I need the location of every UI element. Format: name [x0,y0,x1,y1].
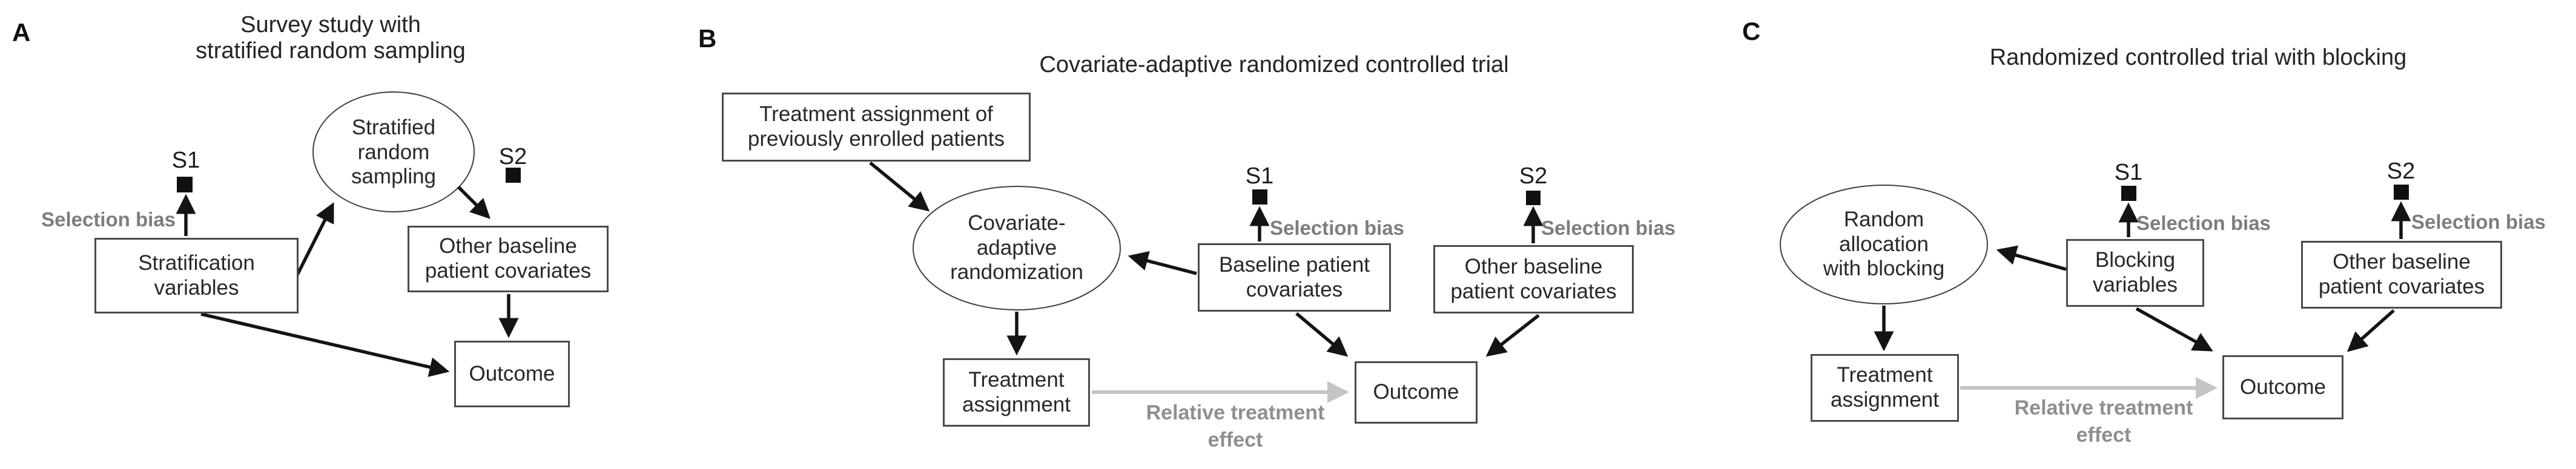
panel-label-b: B [698,24,717,53]
node-outcome-b: Outcome [1355,361,1478,424]
covariate-adaptive-randomization-ellipse [913,186,1121,310]
node-random-allocation-with-blocking: Random allocation with blocking [1823,207,1945,281]
arrow-stratification-to-sampling [295,202,334,277]
node-treatment-assignment-c: Treatment assignment [1811,354,1959,422]
arrow-blocking-to-allocation [1996,245,2067,271]
arrow-baseline-to-randomization [1128,251,1197,275]
node-s2-a: S2 [498,144,527,169]
node-other-baseline-covariates-b: Other baseline patient covariates [1433,245,1634,313]
node-other-baseline-covariates-a: Other baseline patient covariates [408,226,609,292]
s2-square-c [2394,185,2409,200]
arrow-other-baseline-to-outcome-b [1485,313,1540,357]
node-blocking-variables: Blocking variables [2066,239,2204,307]
panel-title-a: Survey study with stratified random samp… [196,12,466,64]
node-other-baseline-covariates-c: Other baseline patient covariates [2301,241,2502,309]
node-treatment-assignment-b: Treatment assignment [943,358,1090,427]
arrow-stratification-to-outcome [200,312,450,377]
selection-bias-label-c2: Selection bias [2411,211,2546,233]
arrow-sampling-to-other-baseline [457,186,490,219]
panel-title-b: Covariate-adaptive randomized controlled… [1039,52,1509,77]
selection-bias-label-b2: Selection bias [1541,217,1676,239]
selection-bias-label-c1: Selection bias [2136,212,2271,234]
s2-square-a [506,168,521,183]
relative-treatment-effect-label-c: Relative treatment effect [2014,396,2193,447]
s2-square-b [1526,191,1541,205]
panel-label-a: A [12,18,31,47]
s1-square-c [2121,186,2136,201]
node-previous-treatment-assignment: Treatment assignment of previously enrol… [722,93,1031,162]
selection-bias-label-b1: Selection bias [1270,217,1404,239]
arrow-other-baseline-to-outcome-c [2346,309,2395,352]
node-s1-c: S1 [2114,160,2143,185]
node-stratification-variables: Stratification variables [94,238,299,313]
arrow-previous-assignment-to-randomization [869,161,930,212]
node-s1-a: S1 [171,148,200,173]
node-s2-c: S2 [2386,159,2416,184]
stratified-sampling-ellipse [312,91,475,212]
node-stratified-random-sampling: Stratified random sampling [351,115,437,189]
node-s1-b: S1 [1245,163,1274,189]
node-baseline-patient-covariates: Baseline patient covariates [1198,243,1391,312]
s1-square-b [1252,189,1267,205]
arrow-blocking-to-outcome-c [2135,307,2213,352]
relative-treatment-effect-label-b: Relative treatment effect [1146,401,1325,451]
node-covariate-adaptive-randomization: Covariate- adaptive randomization [950,211,1083,284]
node-outcome-c: Outcome [2222,355,2343,419]
arrow-baseline-to-outcome-b [1295,312,1349,357]
node-s2-b: S2 [1519,163,1548,189]
panel-label-c: C [1742,17,1761,45]
selection-bias-label-a: Selection bias [41,208,176,231]
node-outcome-a: Outcome [454,341,570,407]
panel-title-c: Randomized controlled trial with blockin… [1989,45,2407,70]
s1-square-a [177,177,193,192]
random-allocation-ellipse [1780,185,1988,304]
